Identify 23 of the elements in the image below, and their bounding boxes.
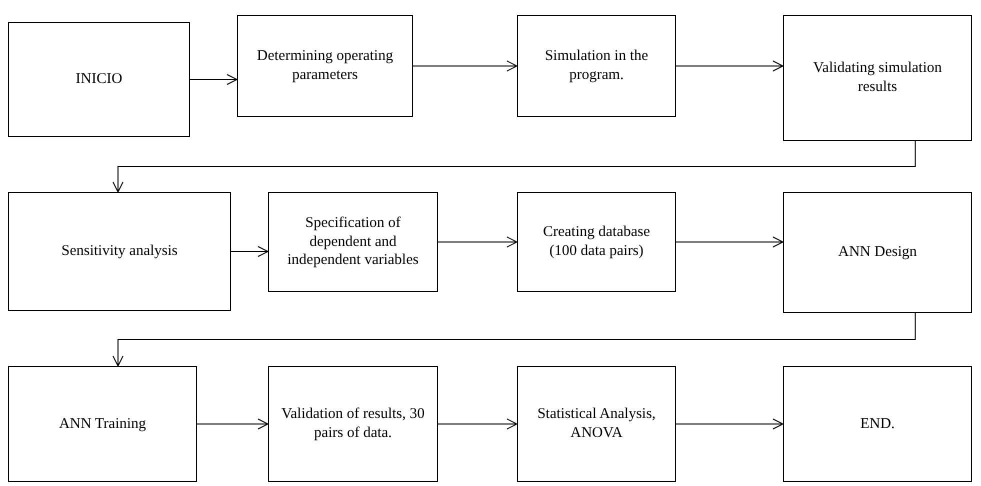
arrow	[676, 60, 784, 72]
arrow	[438, 236, 518, 248]
process-box: ANN Training	[8, 366, 197, 482]
process-box: Creating database (100 data pairs)	[517, 192, 676, 292]
arrow	[190, 74, 238, 85]
process-box: Simulation in the program.	[517, 15, 676, 117]
process-box: Validation of results, 30 pairs of data.	[268, 366, 438, 482]
arrow	[230, 246, 268, 257]
arrow	[438, 418, 518, 430]
process-box: Validating simulation results	[783, 15, 972, 141]
arrow	[112, 312, 916, 366]
process-box: Determining operating parameters	[237, 15, 413, 117]
arrow	[412, 60, 518, 72]
process-box: INICIO	[8, 22, 190, 137]
arrow	[676, 236, 784, 248]
process-box: END.	[783, 366, 972, 482]
process-box: Statistical Analysis, ANOVA	[517, 366, 676, 482]
arrow	[112, 140, 916, 192]
process-box: ANN Design	[783, 192, 972, 313]
process-box: Sensitivity analysis	[8, 192, 231, 311]
process-box: Specification of dependent and independent variables	[268, 192, 438, 292]
arrow	[196, 418, 268, 430]
arrow	[676, 418, 784, 430]
